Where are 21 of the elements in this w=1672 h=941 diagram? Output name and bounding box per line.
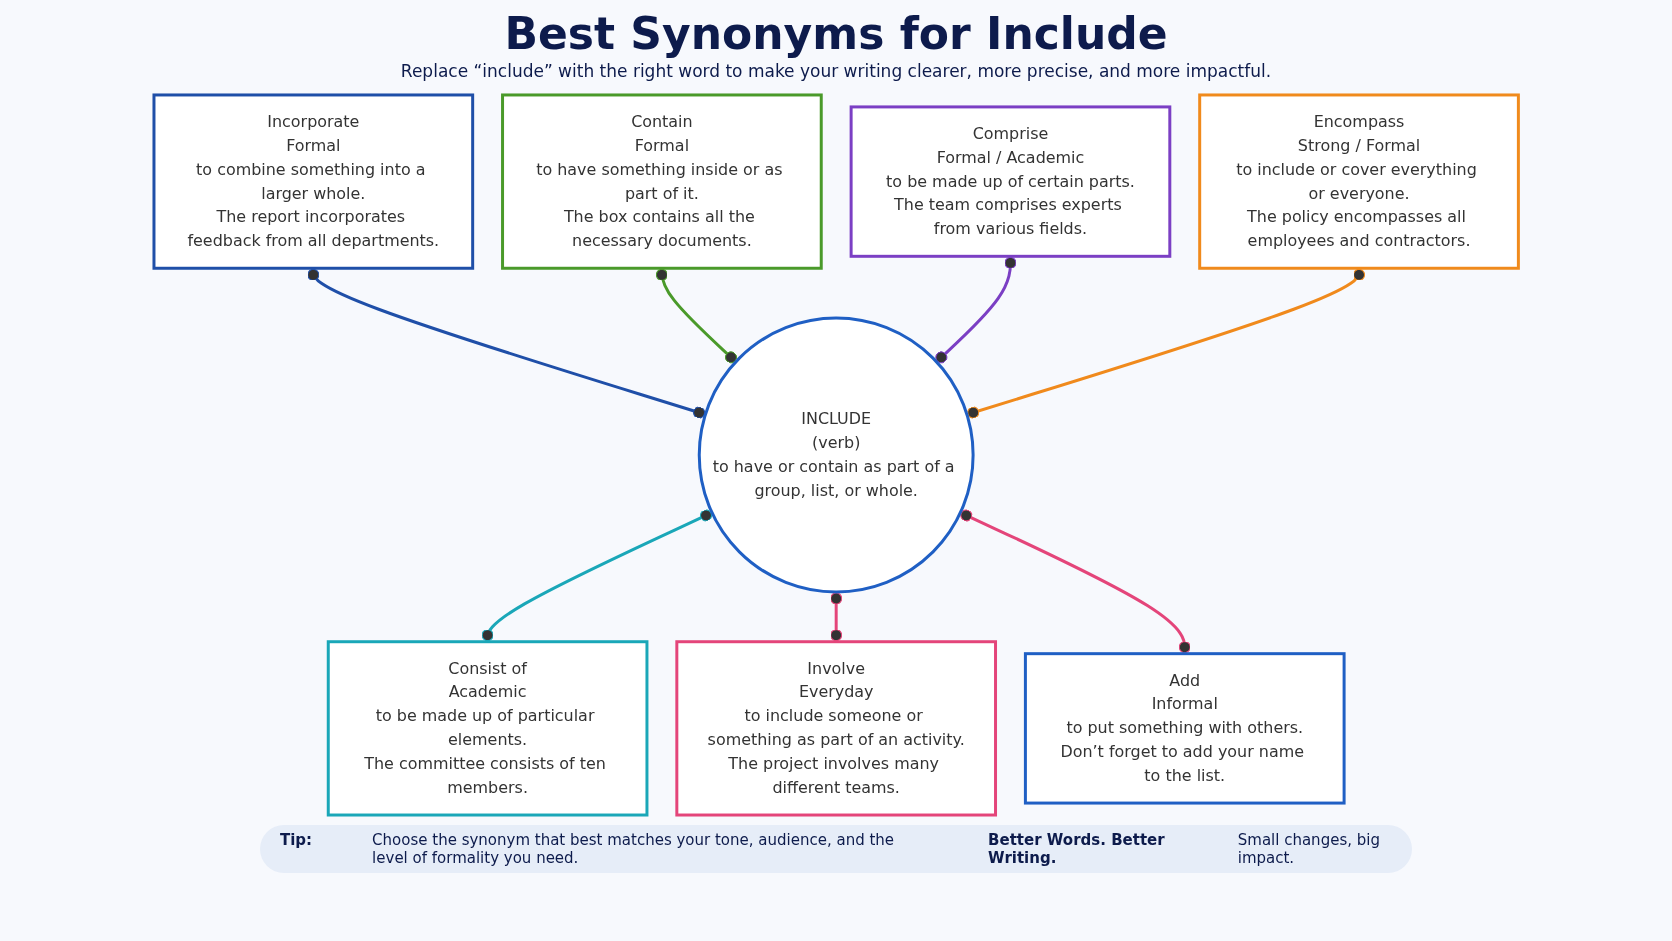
connector xyxy=(935,256,1017,364)
subtitle: Replace “include” with the right word to make your writing clearer, more precise, and more impactful. xyxy=(399,61,1273,81)
connector xyxy=(481,509,713,642)
node-box: Consist of Academic to be made up of particular elements. The committee consists of ten members. xyxy=(326,640,649,817)
node-box: Comprise Formal / Academic to be made up of certain parts. The team comprises experts from various fields. xyxy=(849,105,1172,258)
connector xyxy=(829,591,842,642)
connector xyxy=(307,268,706,419)
connector xyxy=(655,268,737,364)
connector xyxy=(959,509,1191,654)
node-box: Add Informal to put something with others. Don’t forget to add your name to the list. xyxy=(1023,652,1346,805)
node-circle: INCLUDE (verb) to have or contain as part of a group, list, or whole. xyxy=(697,316,975,594)
tip-text: Choose the synonym that best matches your tone, audience, and the level of formality you need. xyxy=(372,831,896,867)
node-box: Contain Formal to have something inside or as part of it. The box contains all the necessary documents. xyxy=(500,93,823,270)
node-box: Encompass Strong / Formal to include or cover everything or everyone. The policy encompasses all employees and contractors. xyxy=(1198,93,1520,270)
title: Best Synonyms for Include xyxy=(503,8,1169,59)
node-box: Involve Everyday to include someone or something as part of an activity. The project involves many different teams. xyxy=(675,640,997,817)
node-box: Incorporate Formal to combine something into a larger whole. The report incorporates feedback from all departments. xyxy=(152,93,474,270)
tip-label: Tip: xyxy=(280,831,313,851)
slogan: Better Words. Better Writing. xyxy=(988,831,1166,867)
connector xyxy=(966,268,1365,419)
slogan-text: Small changes, big impact. xyxy=(1237,831,1381,867)
